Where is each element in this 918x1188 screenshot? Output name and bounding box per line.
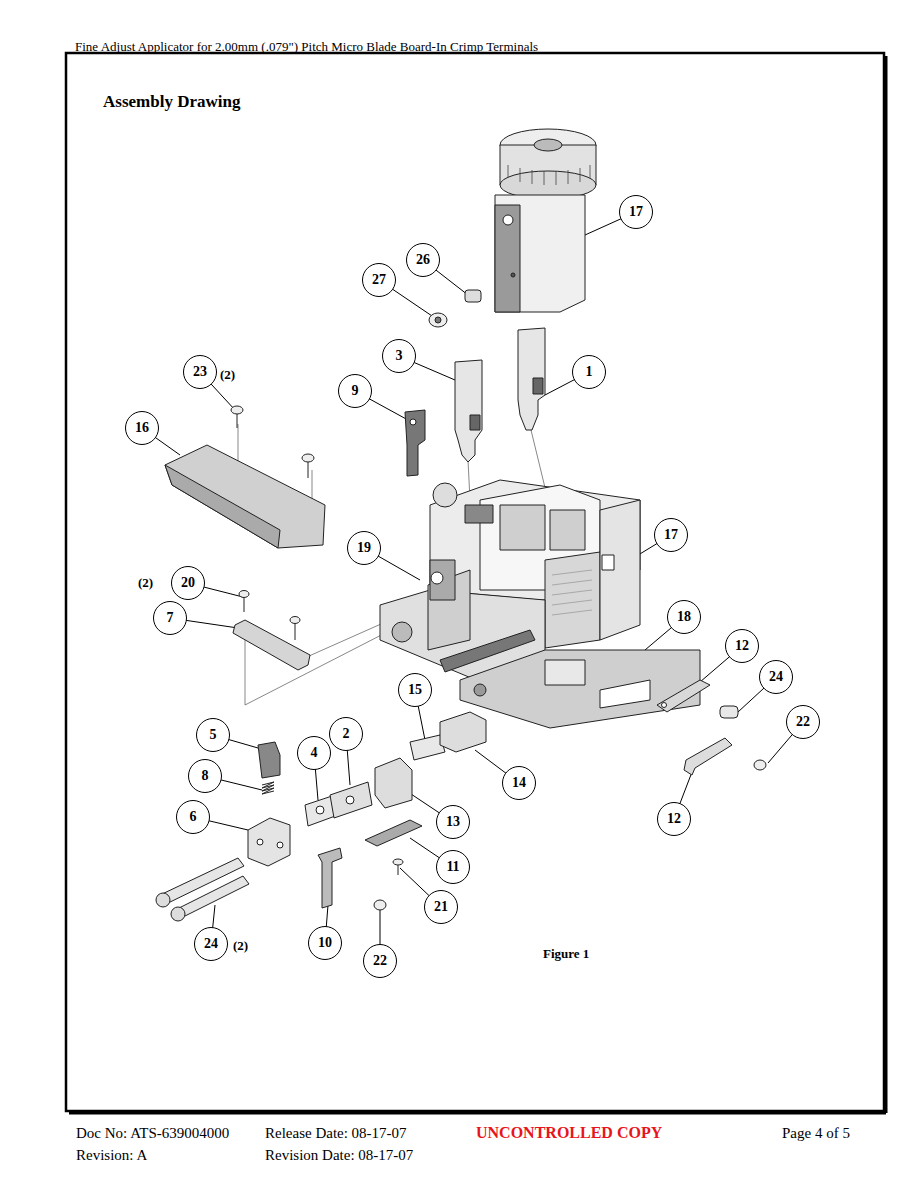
callout-number: 9 — [352, 384, 359, 398]
callout-number: 27 — [372, 273, 386, 287]
callout-circle: 14 — [502, 766, 536, 800]
quantity-note: (2) — [138, 575, 153, 591]
callout-number: 12 — [667, 812, 681, 826]
drawing-title: Assembly Drawing — [103, 92, 240, 112]
callout-circle: 12 — [725, 629, 759, 663]
callout-circle: 20 — [171, 566, 205, 600]
callout-number: 18 — [677, 610, 691, 624]
callout-number: 22 — [373, 954, 387, 968]
footer-text: Doc No: ATS-639004000 — [76, 1125, 229, 1142]
uncontrolled-stamp: UNCONTROLLED COPY — [476, 1124, 662, 1142]
callout-circle: 13 — [436, 805, 470, 839]
callout-circle: 22 — [786, 705, 820, 739]
callout-number: 26 — [416, 253, 430, 267]
callout-number: 16 — [135, 421, 149, 435]
callout-circle: 23 — [183, 355, 217, 389]
callout-circle: 19 — [347, 531, 381, 565]
callout-number: 5 — [210, 728, 217, 742]
callout-number: 13 — [446, 815, 460, 829]
callout-circle: 26 — [406, 243, 440, 277]
callout-number: 19 — [357, 541, 371, 555]
figure-caption: Figure 1 — [543, 946, 589, 962]
quantity-note: (2) — [220, 367, 235, 383]
callout-number: 21 — [434, 900, 448, 914]
callout-circle: 16 — [125, 411, 159, 445]
callout-number: 11 — [446, 860, 459, 874]
callout-circle: 4 — [297, 736, 331, 770]
callout-number: 6 — [190, 810, 197, 824]
callout-number: 2 — [343, 727, 350, 741]
callout-number: 17 — [664, 528, 678, 542]
callout-circle: 5 — [196, 718, 230, 752]
callout-circle: 22 — [363, 944, 397, 978]
callout-circle: 12 — [657, 802, 691, 836]
callout-number: 15 — [408, 683, 422, 697]
callout-number: 10 — [318, 936, 332, 950]
callout-circle: 3 — [382, 339, 416, 373]
callout-circle: 24 — [759, 660, 793, 694]
callout-number: 8 — [202, 769, 209, 783]
callout-circle: 18 — [667, 600, 701, 634]
callout-circle: 2 — [329, 717, 363, 751]
header-text: Fine Adjust Applicator for 2.00mm (.079"… — [75, 39, 538, 55]
footer-text: Revision: A — [76, 1147, 147, 1164]
callout-circle: 6 — [176, 800, 210, 834]
callout-number: 23 — [193, 365, 207, 379]
callout-circle: 17 — [619, 195, 653, 229]
footer-text: Release Date: 08-17-07 — [265, 1125, 407, 1142]
callout-number: 17 — [629, 205, 643, 219]
callout-circle: 7 — [153, 601, 187, 635]
callout-circle: 21 — [424, 890, 458, 924]
callout-circle: 9 — [338, 374, 372, 408]
callout-number: 7 — [167, 611, 174, 625]
footer-text: Revision Date: 08-17-07 — [265, 1147, 413, 1164]
callout-number: 24 — [769, 670, 783, 684]
callout-number: 20 — [181, 576, 195, 590]
callout-number: 14 — [512, 776, 526, 790]
quantity-note: (2) — [233, 938, 248, 954]
footer-text: Page 4 of 5 — [782, 1125, 850, 1142]
callout-number: 24 — [204, 937, 218, 951]
callout-circle: 24 — [194, 927, 228, 961]
callout-circle: 1 — [572, 355, 606, 389]
callout-circle: 10 — [308, 926, 342, 960]
callout-circle: 27 — [362, 263, 396, 297]
callout-number: 4 — [311, 746, 318, 760]
callout-number: 12 — [735, 639, 749, 653]
callout-circle: 11 — [436, 850, 470, 884]
callout-number: 1 — [586, 365, 593, 379]
callout-circle: 17 — [654, 518, 688, 552]
callout-number: 3 — [396, 349, 403, 363]
callout-number: 22 — [796, 715, 810, 729]
callout-circle: 8 — [188, 759, 222, 793]
callout-circle: 15 — [398, 673, 432, 707]
